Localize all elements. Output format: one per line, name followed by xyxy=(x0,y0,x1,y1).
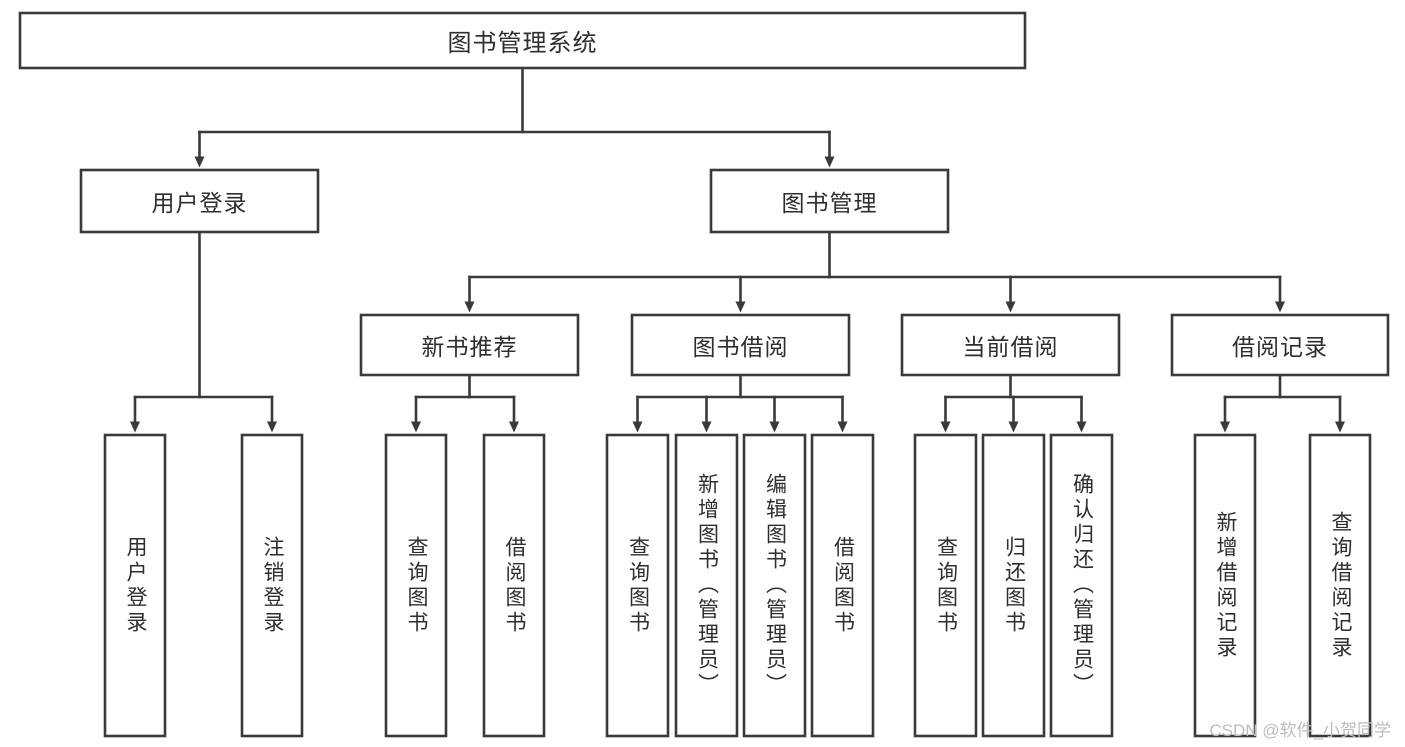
node-box-leaf-add-record[interactable] xyxy=(1193,433,1257,738)
node-box-leaf-add-book[interactable] xyxy=(674,433,739,738)
node-box-book-manage[interactable] xyxy=(709,168,950,234)
node-box-leaf-query-record[interactable] xyxy=(1308,433,1372,738)
node-box-new-book-rec[interactable] xyxy=(359,313,580,377)
node-box-leaf-return-book[interactable] xyxy=(981,433,1046,738)
node-box-current-borrow[interactable] xyxy=(900,313,1121,377)
node-box-leaf-borrow-book[interactable] xyxy=(810,433,875,738)
node-box-leaf-confirm-return[interactable] xyxy=(1049,433,1114,738)
node-box-user-login[interactable] xyxy=(79,168,320,234)
edge-layer xyxy=(130,66,1345,433)
node-box-leaf-user-login[interactable] xyxy=(103,433,167,738)
node-box-leaf-query-book-borrow[interactable] xyxy=(605,433,670,738)
node-box-book-borrow[interactable] xyxy=(630,313,851,377)
node-box-leaf-edit-book[interactable] xyxy=(742,433,807,738)
node-box-leaf-query-book-cur[interactable] xyxy=(913,433,978,738)
node-layer xyxy=(18,11,1390,738)
node-box-leaf-borrow-book-rec[interactable] xyxy=(482,433,546,738)
node-box-leaf-logout[interactable] xyxy=(240,433,304,738)
node-box-root[interactable] xyxy=(18,11,1027,70)
node-box-borrow-record[interactable] xyxy=(1170,313,1390,377)
node-box-leaf-query-book-rec[interactable] xyxy=(384,433,448,738)
